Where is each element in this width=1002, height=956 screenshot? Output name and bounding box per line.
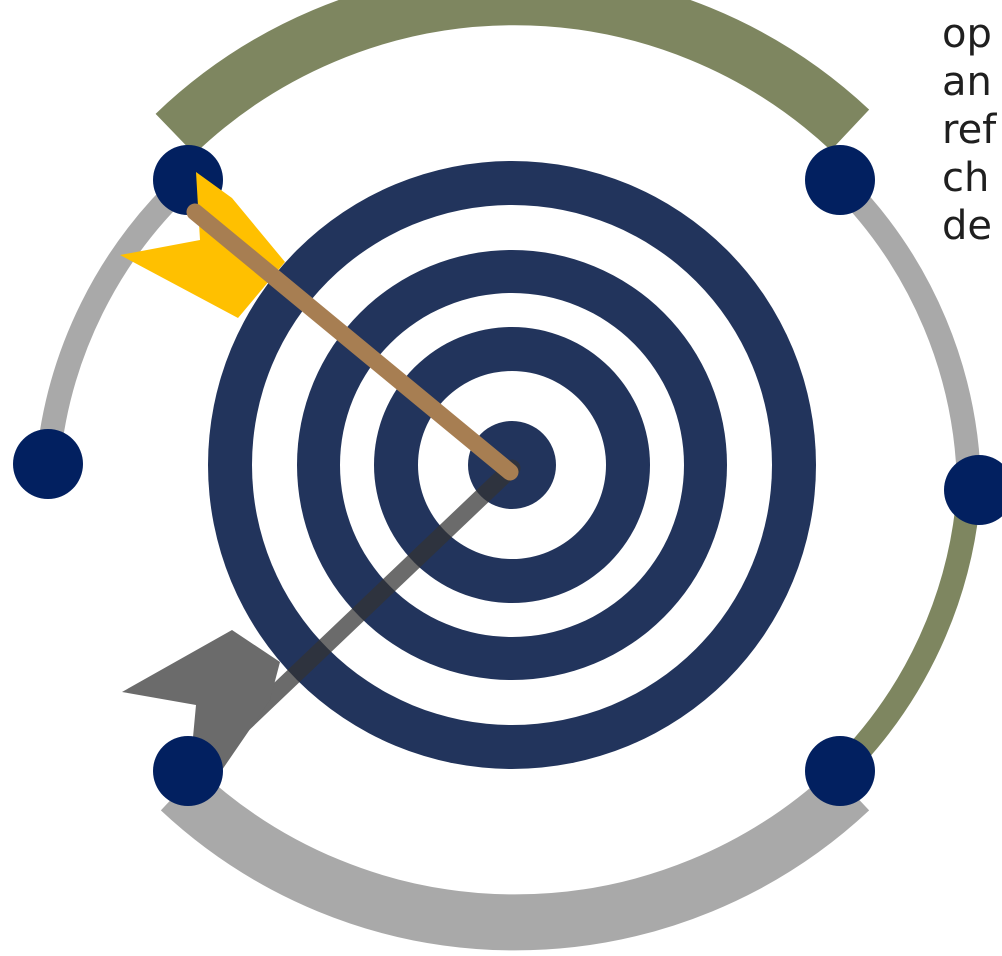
side-text-line: ref: [942, 106, 996, 154]
ring-node-bottom-right: [805, 736, 875, 806]
ring-segment-right-lower: [840, 490, 969, 771]
ring-node-right: [944, 455, 1002, 525]
side-text-line: an: [942, 58, 996, 106]
ring-node-left: [13, 429, 83, 499]
ring-node-bottom-left: [153, 736, 223, 806]
ring-segment-left-upper: [48, 180, 188, 462]
ring-node-top-right: [805, 145, 875, 215]
side-text-block: op an ref ch de: [942, 10, 996, 250]
side-text-line: op: [942, 10, 996, 58]
ring-segment-bottom: [180, 790, 850, 922]
side-text-line: ch: [942, 154, 996, 202]
ring-segment-top: [175, 0, 850, 134]
side-text-line: de: [942, 202, 996, 250]
